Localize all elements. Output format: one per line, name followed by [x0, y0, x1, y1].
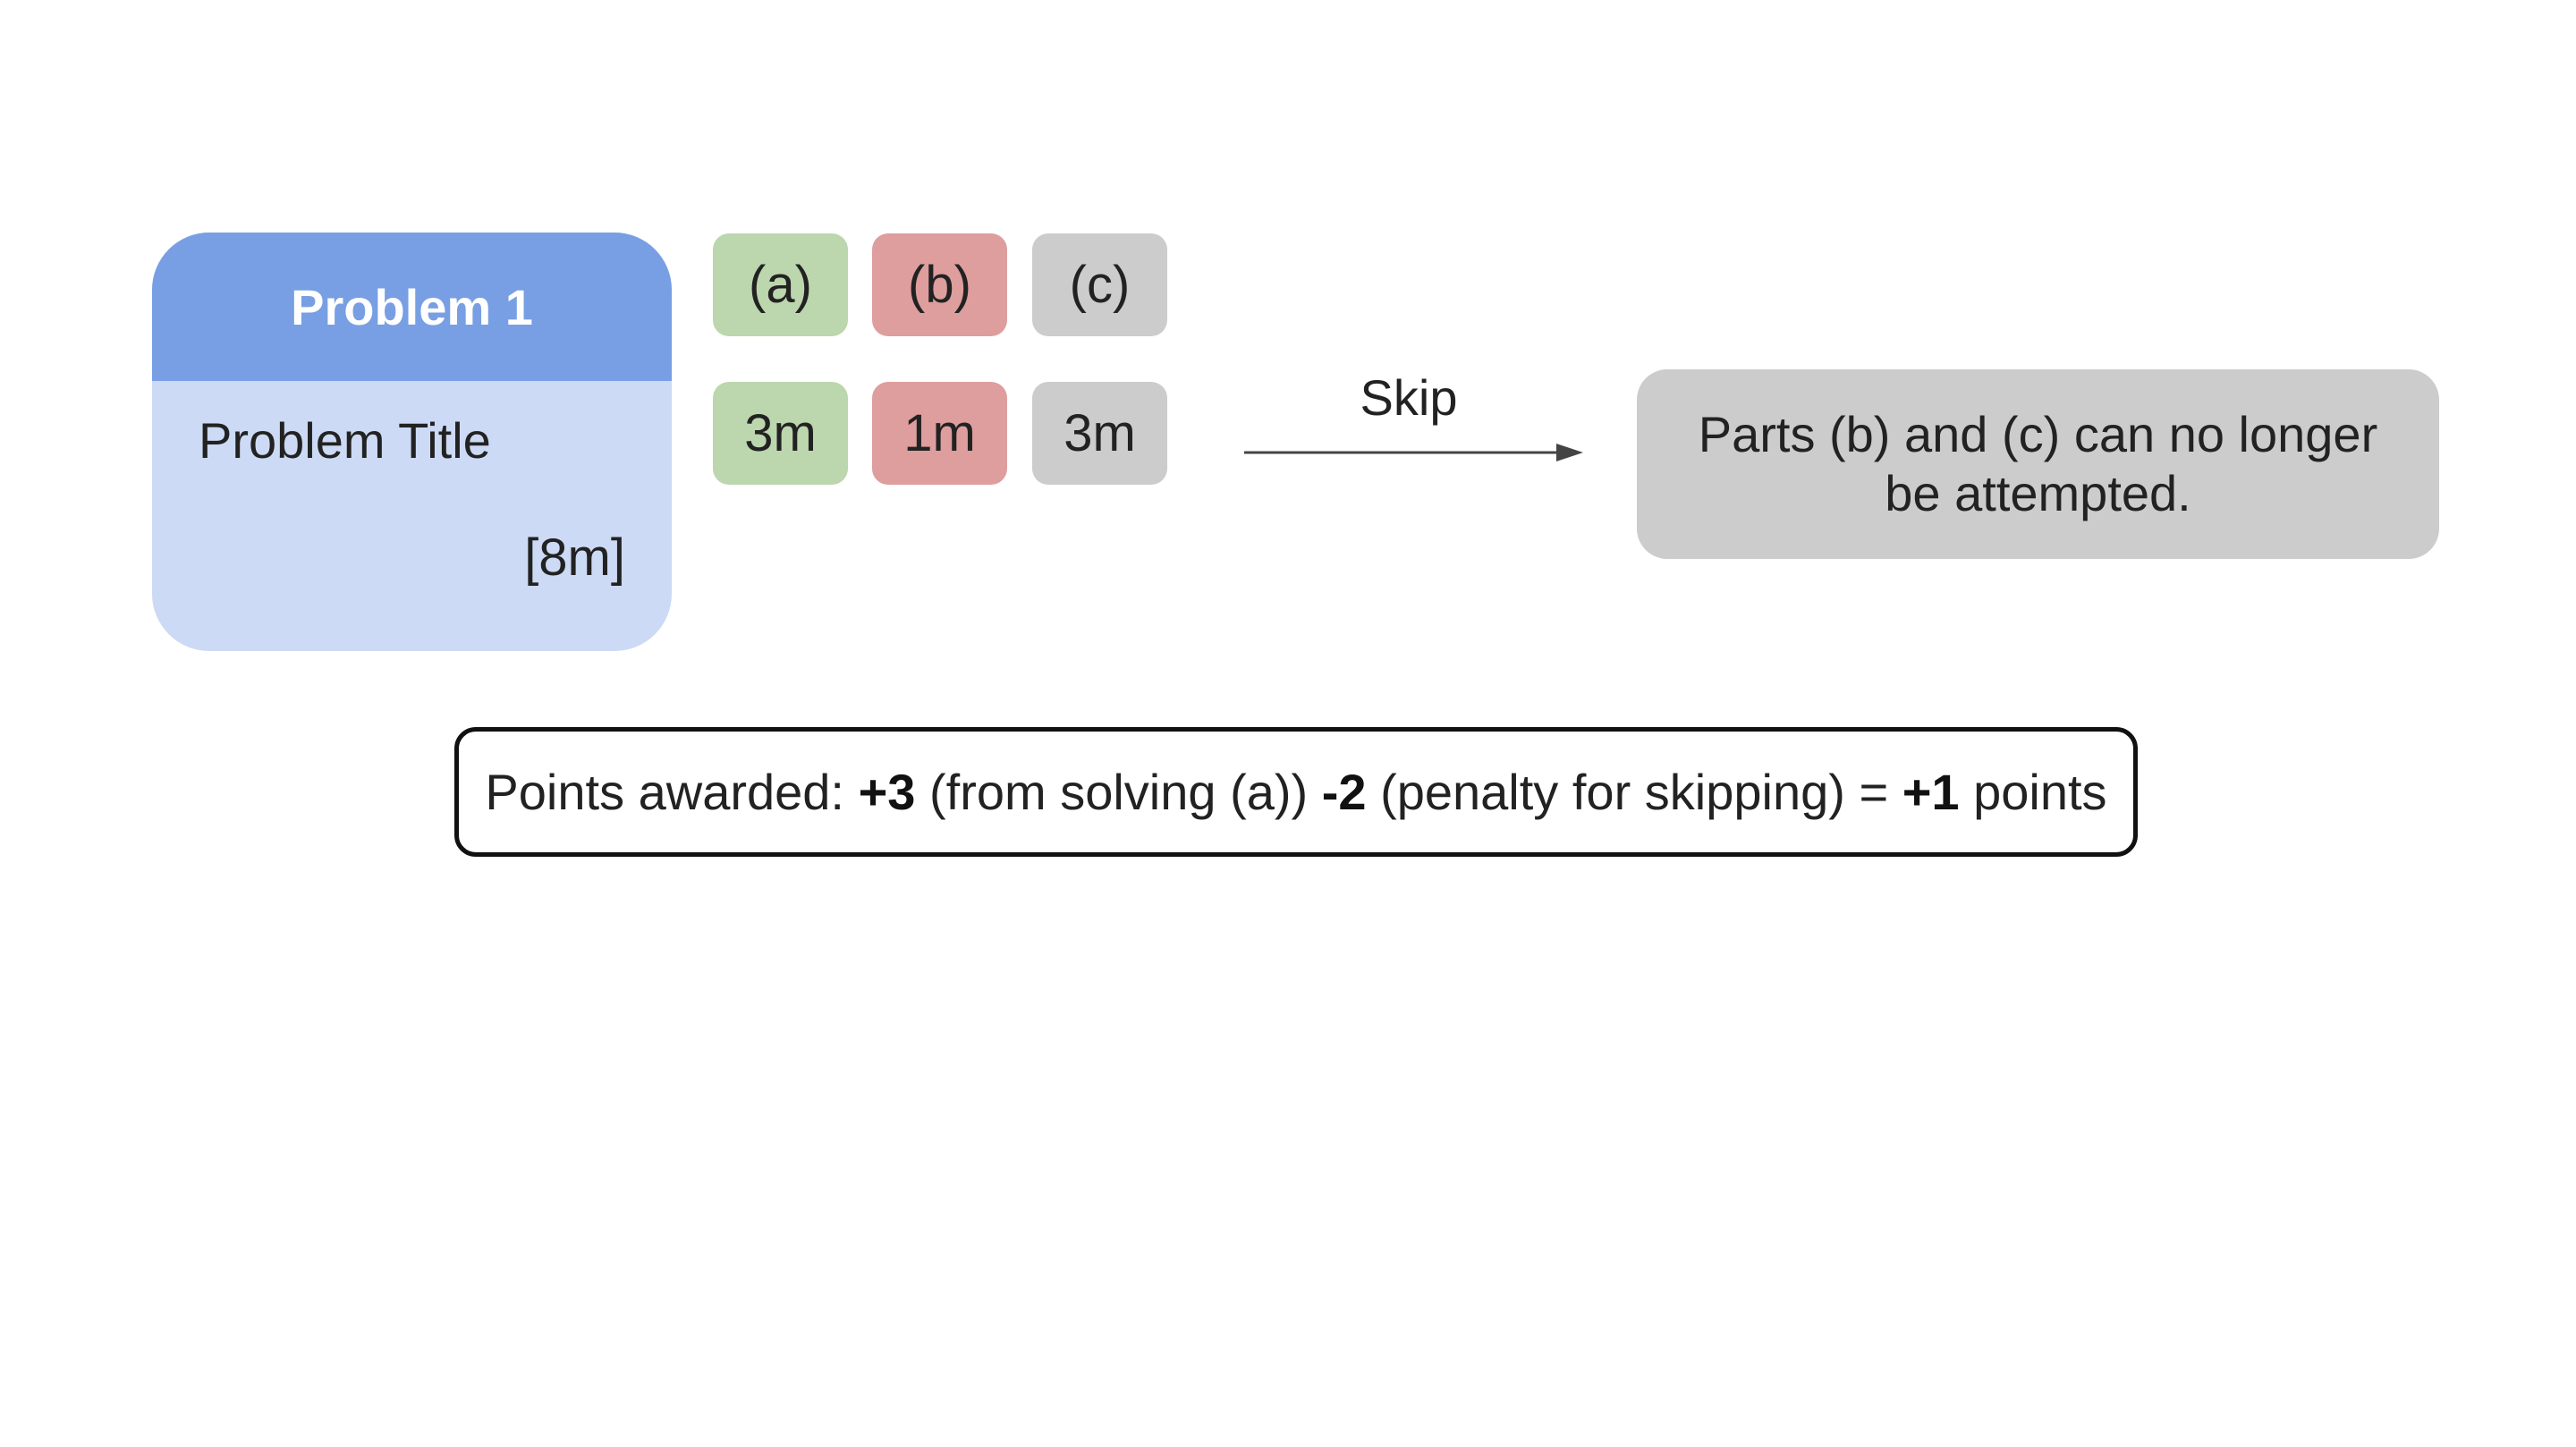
part-c-chip: (c)	[1032, 233, 1167, 336]
problem-card: Problem 1 Problem Title [8m]	[152, 233, 672, 651]
problem-number: Problem 1	[291, 278, 533, 335]
part-c-time-chip: 3m	[1032, 382, 1167, 485]
part-a-chip: (a)	[713, 233, 848, 336]
points-prefix: Points awarded:	[485, 764, 859, 820]
penalty-points: -2	[1321, 764, 1367, 820]
points-suffix: points	[1959, 764, 2107, 820]
part-a-time-chip: 3m	[713, 382, 848, 485]
problem-total-time: [8m]	[524, 529, 625, 587]
part-b-chip: (b)	[872, 233, 1007, 336]
problem-header: Problem 1	[152, 233, 672, 381]
skip-arrow-icon	[1244, 444, 1583, 461]
solve-note: (from solving (a))	[915, 764, 1322, 820]
penalty-note: (penalty for skipping) =	[1366, 764, 1902, 820]
total-points: +1	[1902, 764, 1960, 820]
part-b-time-chip: 1m	[872, 382, 1007, 485]
points-summary: Points awarded: +3 (from solving (a)) -2…	[454, 727, 2138, 857]
skip-label: Skip	[1360, 369, 1458, 426]
solve-points: +3	[858, 764, 916, 820]
outcome-text: Parts (b) and (c) can no longer be attem…	[1698, 406, 2378, 521]
outcome-message: Parts (b) and (c) can no longer be attem…	[1637, 369, 2439, 559]
problem-title: Problem Title	[199, 412, 491, 469]
